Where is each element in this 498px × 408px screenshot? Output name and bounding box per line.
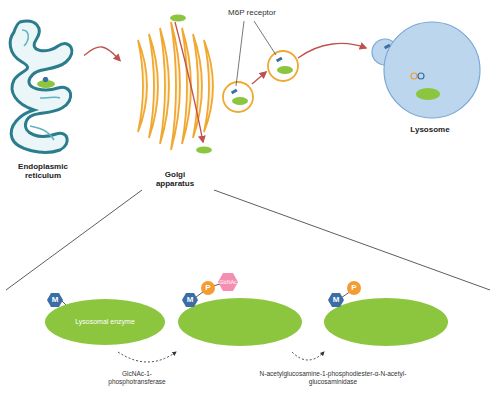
golgi-transit-arrow bbox=[175, 22, 203, 142]
free-phosphate bbox=[411, 73, 417, 79]
er-region: Endoplasmic reticulum bbox=[2, 14, 84, 180]
golgi-cisterna bbox=[149, 34, 158, 138]
mannose-hexagon bbox=[47, 293, 63, 307]
er-membrane bbox=[10, 21, 72, 152]
organelle-label: Golgi apparatus bbox=[145, 170, 205, 188]
enzyme-in-vesicle bbox=[277, 66, 293, 74]
phosphate-letter: P bbox=[201, 280, 215, 296]
mannose-hexagon bbox=[328, 293, 344, 307]
lysosomal-enzyme: Lysosomal enzyme bbox=[44, 298, 166, 346]
organelle-label: Endoplasmic reticulum bbox=[8, 162, 78, 180]
vesicle-arrow bbox=[252, 72, 266, 84]
phosphate-letter: P bbox=[347, 280, 361, 296]
golgi-cisterna bbox=[171, 22, 180, 150]
m6p-receptor bbox=[231, 89, 238, 95]
transport-arrow bbox=[84, 47, 120, 61]
golgi-cisternae bbox=[138, 22, 213, 150]
reaction-arrow bbox=[118, 352, 176, 362]
zoom-line bbox=[214, 190, 490, 290]
m6p-receptor bbox=[384, 44, 391, 50]
enzyme-name: GlcNAc-1-phosphotransferase bbox=[104, 370, 170, 386]
golgi-cisterna bbox=[138, 40, 147, 132]
golgi-cisterna bbox=[182, 28, 191, 144]
leader-line bbox=[254, 21, 276, 55]
reaction-arrow bbox=[292, 352, 324, 360]
lysosome-body bbox=[384, 22, 480, 118]
enzyme-in-golgi bbox=[196, 147, 212, 154]
enzyme-ellipse bbox=[45, 299, 165, 345]
enzyme-name: N-acetylglucosamine-1-phosphodiester-α-N… bbox=[258, 370, 408, 386]
golgi-cisterna bbox=[204, 40, 213, 132]
leader-line bbox=[236, 21, 244, 86]
transport-vesicle bbox=[268, 51, 298, 81]
vesicle-arrow bbox=[298, 43, 366, 58]
er-lumen bbox=[22, 30, 60, 140]
phosphate-circle bbox=[347, 281, 361, 295]
enzyme-in-lysosome bbox=[416, 88, 440, 100]
golgi-cisterna bbox=[193, 34, 202, 138]
zoom-line bbox=[6, 190, 142, 290]
free-mannose bbox=[418, 73, 424, 79]
golgi-region: Golgi apparatus bbox=[120, 6, 230, 188]
golgi-cisterna bbox=[160, 28, 169, 144]
phosphate-circle bbox=[201, 281, 215, 295]
enzyme-in-golgi bbox=[170, 15, 186, 22]
m6p-enzyme bbox=[324, 298, 448, 346]
transport-vesicle bbox=[223, 82, 253, 112]
enzyme-label: Lysosomal enzyme bbox=[75, 318, 135, 326]
mannose-letter: M bbox=[47, 292, 63, 308]
callout-label: M6P receptor bbox=[222, 6, 282, 19]
mannose-letter: M bbox=[182, 292, 198, 308]
mannose-mark bbox=[43, 77, 49, 82]
organelle-label: Lysosome bbox=[410, 125, 449, 134]
mannose-letter: M bbox=[328, 292, 344, 308]
enzyme-in-vesicle bbox=[232, 97, 248, 105]
m6p-receptor bbox=[276, 57, 283, 63]
lysosome-region: Lysosome bbox=[368, 16, 492, 134]
phosphorylated-enzyme bbox=[178, 298, 302, 346]
mannose-hexagon bbox=[182, 293, 198, 307]
glcnac-letter: GlcNAc bbox=[216, 277, 240, 287]
